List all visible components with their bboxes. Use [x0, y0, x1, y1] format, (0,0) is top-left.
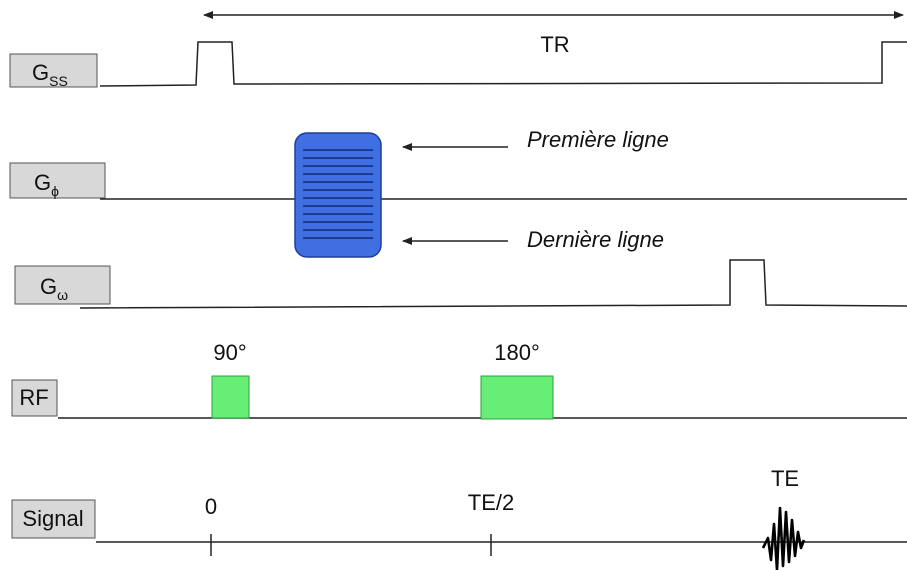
gss-label: GSS	[32, 60, 68, 89]
gphi-label-box	[9, 162, 106, 199]
rf-180-pulse	[480, 375, 554, 420]
echo-signal	[761, 506, 806, 570]
first-line-label: Première ligne	[527, 127, 669, 152]
rf-label: RF	[19, 385, 48, 410]
signal-label: Signal	[22, 506, 83, 531]
gomega-label: Gω	[40, 274, 68, 303]
gphi-label: Gϕ	[34, 170, 59, 199]
signal-label-box	[11, 499, 96, 539]
last-line-label: Dernière ligne	[527, 227, 664, 252]
tick-0-label: 0	[205, 494, 217, 519]
rf-label-box	[11, 379, 58, 417]
pulse-180-label: 180°	[494, 340, 540, 365]
gss-waveform	[99, 41, 907, 87]
tr-label: TR	[540, 32, 569, 57]
gomega-label-box	[14, 265, 111, 305]
tick-te2-label: TE/2	[468, 490, 514, 515]
gomega-waveform	[79, 259, 907, 309]
rf-90-pulse	[211, 375, 250, 419]
phase-encoding-lines	[303, 149, 373, 239]
phase-encoding-block	[294, 132, 382, 258]
te-label: TE	[771, 466, 799, 491]
gss-label-box	[9, 53, 98, 88]
pulse-90-label: 90°	[213, 340, 246, 365]
